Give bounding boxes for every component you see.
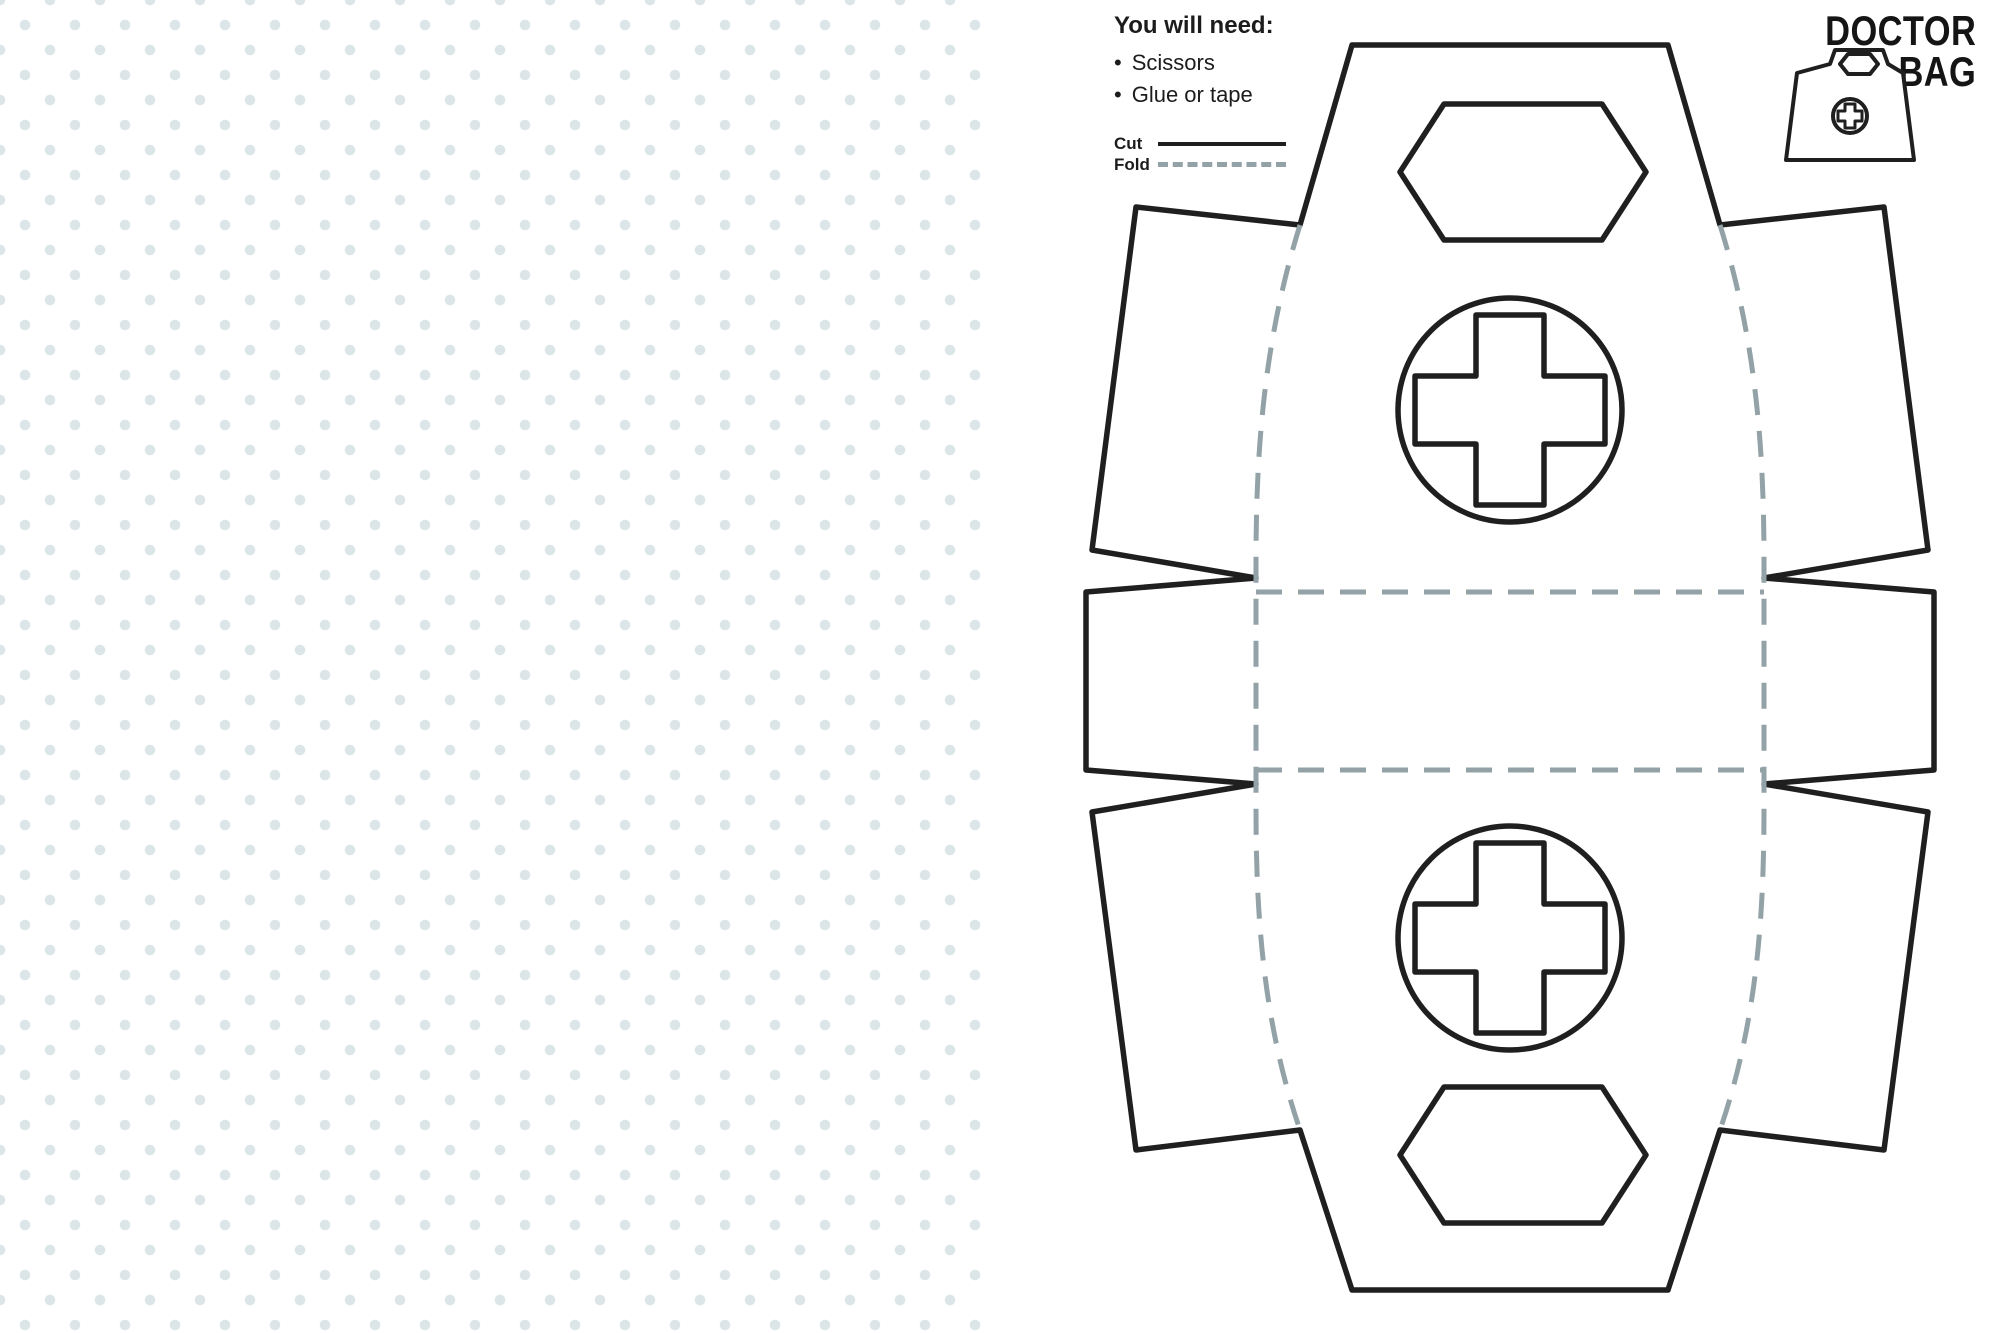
materials-item-label: Scissors bbox=[1131, 50, 1215, 75]
bullet-glyph: • bbox=[1114, 82, 1122, 107]
title-line-2: BAG bbox=[1898, 48, 1976, 96]
medical-cross-bottom-icon bbox=[1412, 840, 1608, 1036]
materials-item-label: Glue or tape bbox=[1131, 82, 1253, 107]
legend-cut-row: Cut bbox=[1114, 133, 1286, 154]
fold-line-sample bbox=[1158, 162, 1286, 167]
dot-pattern-background bbox=[0, 0, 992, 1333]
legend-fold-label: Fold bbox=[1114, 154, 1150, 174]
handle-hole-top bbox=[1397, 101, 1649, 243]
bullet-glyph: • bbox=[1114, 50, 1122, 75]
legend-fold-row: Fold bbox=[1114, 154, 1286, 175]
doctor-bag-icon bbox=[1784, 48, 1916, 162]
handle-hole-bottom bbox=[1397, 1084, 1649, 1226]
fold-line-right bbox=[1717, 224, 1767, 1131]
materials-heading: You will need: bbox=[1114, 12, 1274, 39]
materials-item: • Scissors bbox=[1114, 50, 1274, 76]
cut-line-sample bbox=[1158, 141, 1286, 146]
title-line-1: DOCTOR bbox=[1824, 7, 1976, 54]
materials-list-block: You will need: • Scissors • Glue or tape bbox=[1114, 12, 1274, 114]
fold-line-left bbox=[1253, 224, 1303, 1131]
legend-cut-label: Cut bbox=[1114, 133, 1143, 153]
bag-cross-icon bbox=[1836, 102, 1864, 130]
materials-list: • Scissors • Glue or tape bbox=[1114, 50, 1274, 108]
medical-cross-top-icon bbox=[1412, 312, 1608, 508]
materials-item: • Glue or tape bbox=[1114, 82, 1274, 108]
line-legend: Cut Fold bbox=[1114, 133, 1286, 175]
bag-clasp bbox=[1838, 52, 1880, 76]
page-title: DOCTOR BAG bbox=[1824, 7, 1976, 96]
